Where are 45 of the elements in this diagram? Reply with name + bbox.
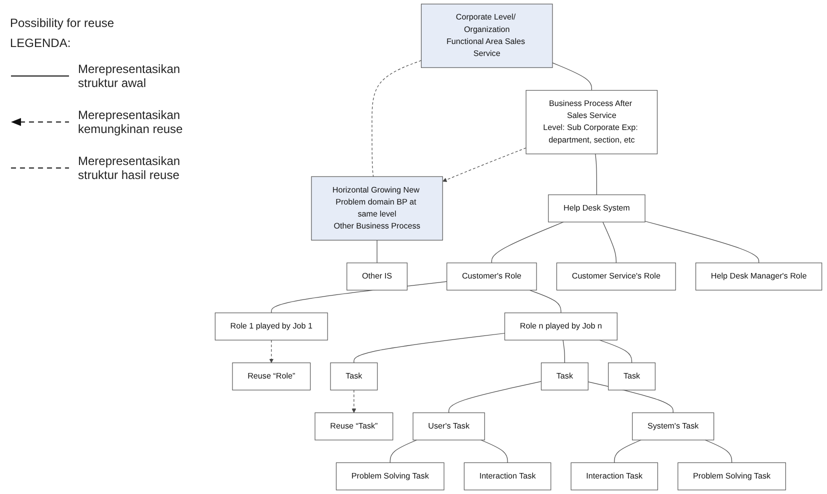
connector [448,381,542,414]
connector [562,340,565,364]
node-box: User's Task [412,412,485,440]
node-box: Customer Service's Role [556,262,676,290]
legend-text: Merepresentasikan struktur hasil reuse [78,154,182,182]
node-box: Business Process After Sales Service Level: Sub Corporate Exp: department, section, etc [526,90,658,154]
arrow [352,390,356,413]
connector [372,60,422,177]
legend-text: Merepresentasikan kemungkinan reuse [78,108,184,136]
connector [480,440,508,464]
node-box: Task [608,362,656,390]
connector [599,340,632,364]
arrow [269,340,274,363]
node-box: Problem Solving Task [336,462,444,490]
node-box: Role n played by Job n [504,312,618,340]
node-box: Interaction Task [464,462,552,490]
connector [644,220,760,264]
legend-text: Merepresentasikan struktur awal [78,62,182,90]
arrow [442,148,526,182]
node-box: Other IS [346,262,408,290]
node-box: Corporate Level/ Organization Functional Area Sales Service [420,4,553,68]
node-box: Reuse “Role” [232,362,311,390]
node-box: Reuse “Task” [314,412,394,440]
node-box: Problem Solving Task [678,462,786,490]
connector [595,154,597,196]
connector [529,290,562,314]
node-box: Interaction Task [570,462,658,490]
note-text: Possibility for reuse [10,16,116,30]
connector [602,222,616,264]
note-text: LEGENDA: [10,36,72,50]
node-box: Help Desk Manager's Role [695,262,822,290]
connector [614,440,642,464]
connector [491,222,564,264]
node-box: Help Desk System [548,194,646,222]
connector [354,332,506,364]
node-box: Horizontal Growing New Problem domain BP at same level Other Business Process [311,176,443,240]
connector [390,440,418,464]
node-box: Task [330,362,378,390]
connector [552,62,592,91]
connector [376,240,378,264]
connector [704,440,732,464]
node-box: System's Task [632,412,714,440]
node-box: Role 1 played by Job 1 [214,312,328,340]
node-box: Task [540,362,588,390]
node-box: Customer's Role [446,262,537,290]
